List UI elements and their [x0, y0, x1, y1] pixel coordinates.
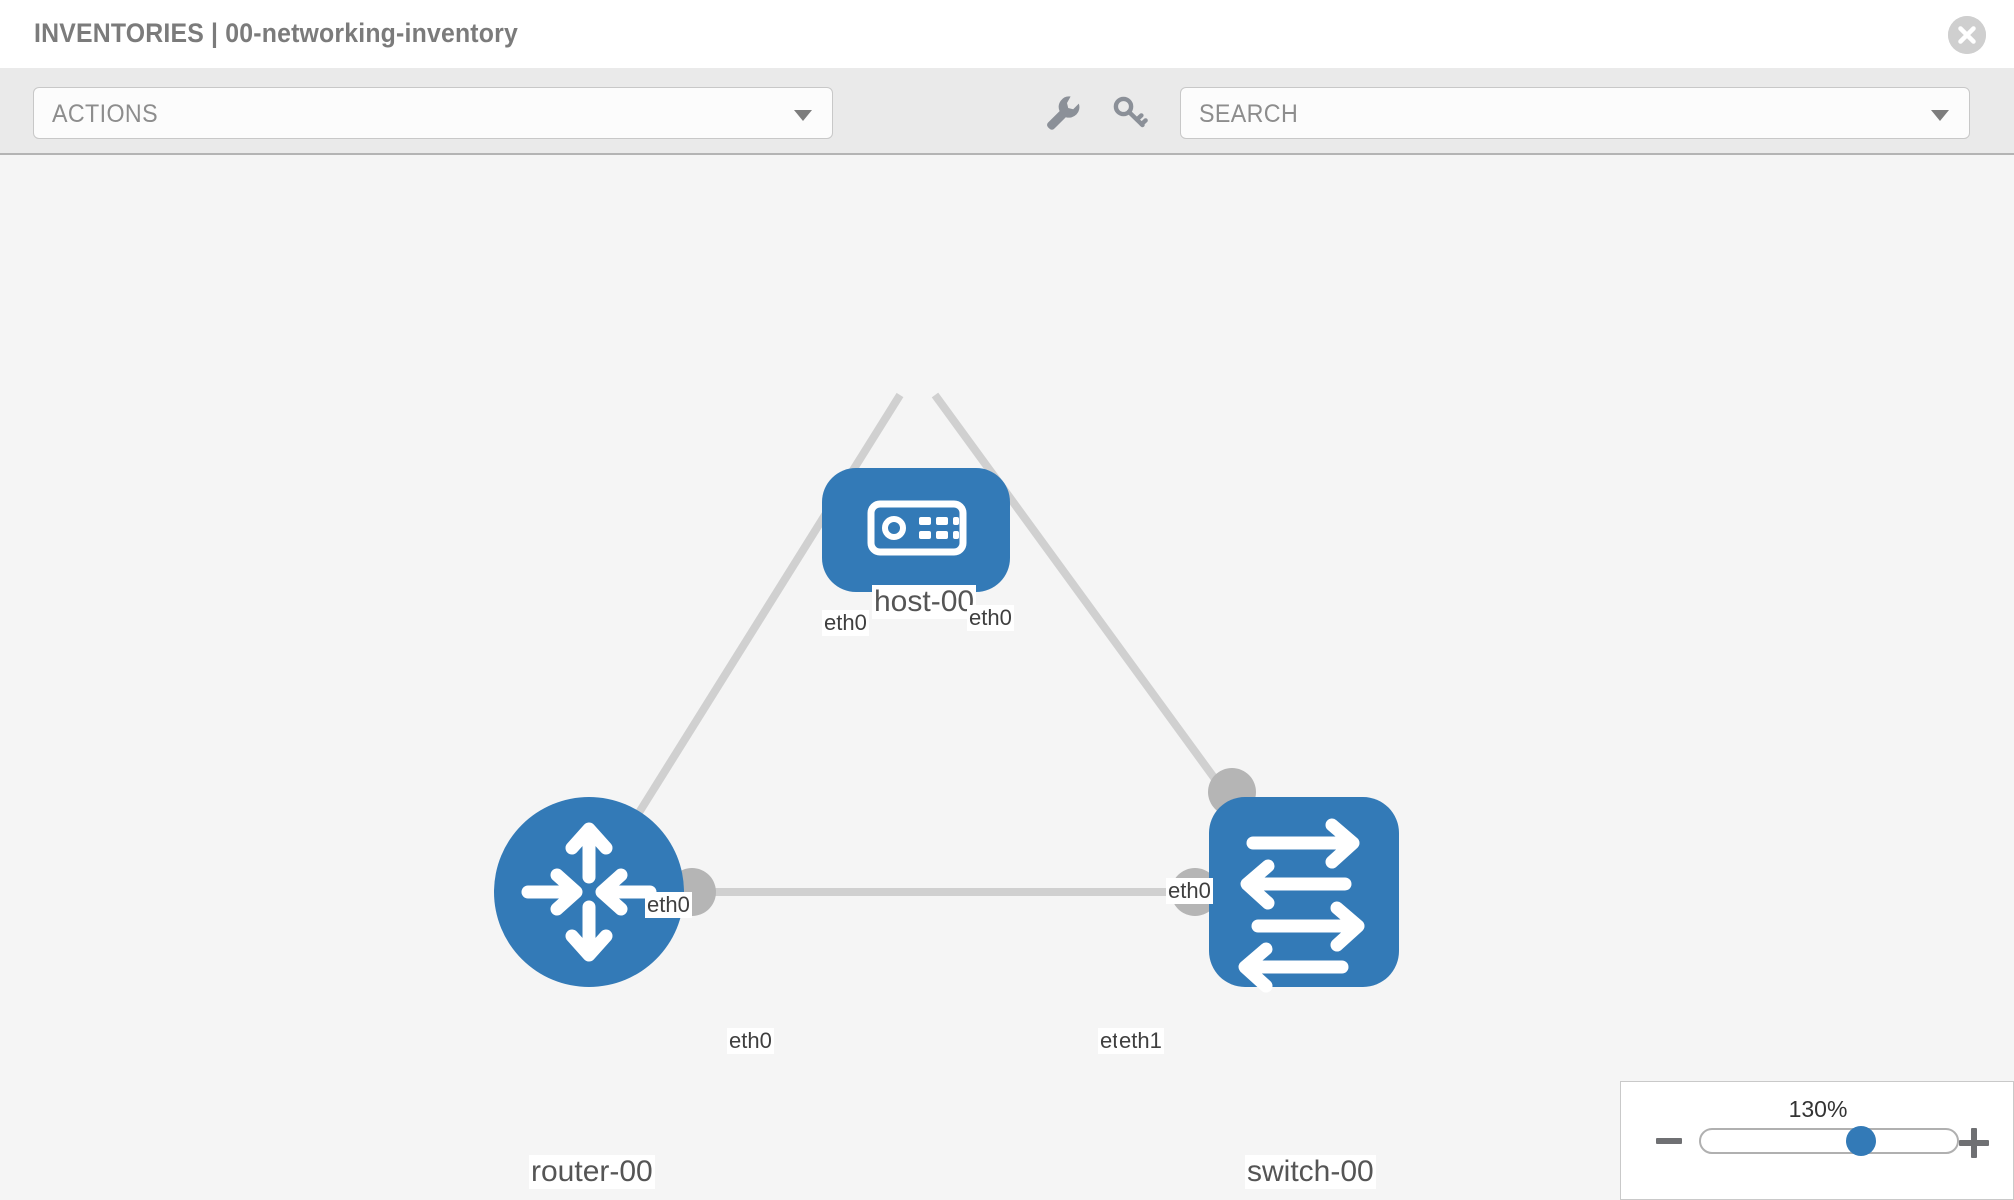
- iface-label: eth0: [645, 892, 692, 918]
- iface-label: eth0: [1166, 878, 1213, 904]
- chevron-down-icon: [1931, 110, 1949, 121]
- topology-canvas[interactable]: host-00 router-00 switch-00 eth0 eth0 et…: [0, 155, 2014, 1200]
- node-label-switch[interactable]: switch-00: [1245, 1155, 1376, 1189]
- iface-label: eth0: [727, 1028, 774, 1054]
- zoom-slider-track[interactable]: [1699, 1128, 1959, 1154]
- node-label-router[interactable]: router-00: [529, 1155, 655, 1189]
- iface-label: eth1: [1117, 1028, 1164, 1054]
- zoom-level-value: 130%: [1788, 1096, 1848, 1122]
- toolbar: ACTIONS SEARCH: [0, 68, 2014, 155]
- page-title: INVENTORIES | 00-networking-inventory: [34, 18, 518, 48]
- page-header: INVENTORIES | 00-networking-inventory: [0, 0, 2014, 68]
- wrench-icon[interactable]: [1040, 90, 1084, 134]
- actions-dropdown[interactable]: ACTIONS: [33, 87, 833, 139]
- node-label-host[interactable]: host-00: [872, 585, 977, 619]
- zoom-slider-handle[interactable]: [1846, 1126, 1876, 1156]
- iface-label: eth0: [967, 605, 1014, 631]
- chevron-down-icon: [794, 110, 812, 121]
- zoom-in-button[interactable]: [1959, 1128, 1989, 1158]
- zoom-out-button[interactable]: [1656, 1138, 1682, 1144]
- node-switch-00: [1209, 797, 1399, 993]
- node-router-00: [494, 797, 684, 987]
- node-host-00: [822, 468, 1010, 592]
- iface-label: eth0: [822, 610, 869, 636]
- close-icon[interactable]: [1948, 16, 1986, 54]
- topology-graph: [494, 392, 1399, 993]
- key-icon[interactable]: [1108, 90, 1152, 134]
- zoom-control-panel: 130%: [1620, 1081, 2014, 1200]
- search-input[interactable]: SEARCH: [1180, 87, 1970, 139]
- actions-dropdown-label: ACTIONS: [52, 100, 158, 128]
- search-placeholder: SEARCH: [1199, 100, 1299, 128]
